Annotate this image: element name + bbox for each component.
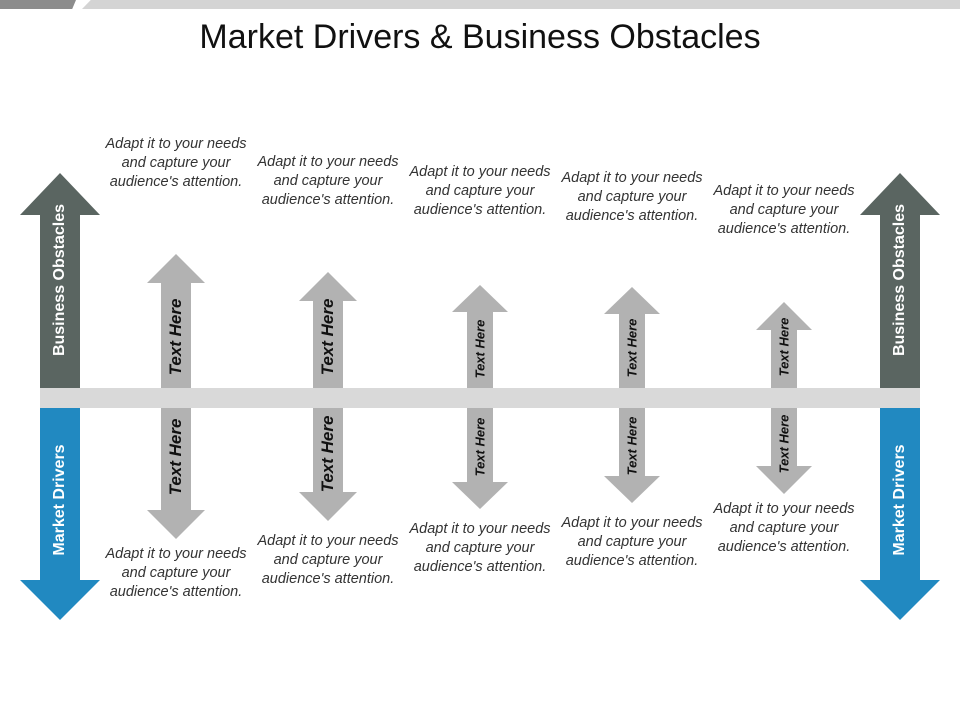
column-5-down-arrow <box>756 408 812 494</box>
page-title: Market Drivers & Business Obstacles <box>199 18 761 56</box>
column-4-down-arrow <box>604 408 660 503</box>
column-5-up-label: Text Here <box>776 317 792 377</box>
column-3-top-caption: Adapt it to your needs and capture your … <box>409 164 551 218</box>
column-4-up-arrow <box>604 287 660 388</box>
right-market-drivers-arrow <box>860 408 940 620</box>
column-1-up-label: Text Here <box>166 298 185 376</box>
column-4-top-caption: Adapt it to your needs and capture your … <box>561 170 703 224</box>
left-business-obstacles-arrow <box>20 173 100 388</box>
column-1-bottom-caption: Adapt it to your needs and capture your … <box>105 546 247 600</box>
column-5-down-label: Text Here <box>776 414 792 474</box>
column-1-top-caption: Adapt it to your needs and capture your … <box>105 136 247 190</box>
left-market-drivers-arrow <box>20 408 100 620</box>
column-2-up-label: Text Here <box>318 298 337 376</box>
column-3-up-label: Text Here <box>472 319 488 379</box>
column-4-up-label: Text Here <box>624 318 640 378</box>
column-3-down-arrow <box>452 408 508 509</box>
right-business-obstacles-label: Business Obstacles <box>891 203 908 357</box>
column-2-up-arrow <box>299 272 357 388</box>
column-2-top-caption: Adapt it to your needs and capture your … <box>257 154 399 208</box>
right-business-obstacles-arrow <box>860 173 940 388</box>
top-accent-bar-light <box>82 0 960 9</box>
left-business-obstacles-label: Business Obstacles <box>51 203 68 357</box>
column-1-up-arrow <box>147 254 205 388</box>
column-3-up-arrow <box>452 285 508 388</box>
column-5-top-caption: Adapt it to your needs and capture your … <box>713 183 855 237</box>
column-2-bottom-caption: Adapt it to your needs and capture your … <box>257 533 399 587</box>
column-3-bottom-caption: Adapt it to your needs and capture your … <box>409 521 551 575</box>
right-market-drivers-label: Market Drivers <box>891 444 908 556</box>
top-accent-bar-dark <box>0 0 76 9</box>
column-5-up-arrow <box>756 302 812 388</box>
column-1-down-arrow <box>147 408 205 539</box>
column-2-down-label: Text Here <box>318 415 337 493</box>
column-1-down-label: Text Here <box>166 418 185 496</box>
left-market-drivers-label: Market Drivers <box>51 444 68 556</box>
column-4-bottom-caption: Adapt it to your needs and capture your … <box>561 515 703 569</box>
column-2-down-arrow <box>299 408 357 521</box>
column-4-down-label: Text Here <box>624 416 640 476</box>
column-5-bottom-caption: Adapt it to your needs and capture your … <box>713 501 855 555</box>
column-3-down-label: Text Here <box>472 417 488 477</box>
horizontal-axis-bar <box>40 388 920 408</box>
